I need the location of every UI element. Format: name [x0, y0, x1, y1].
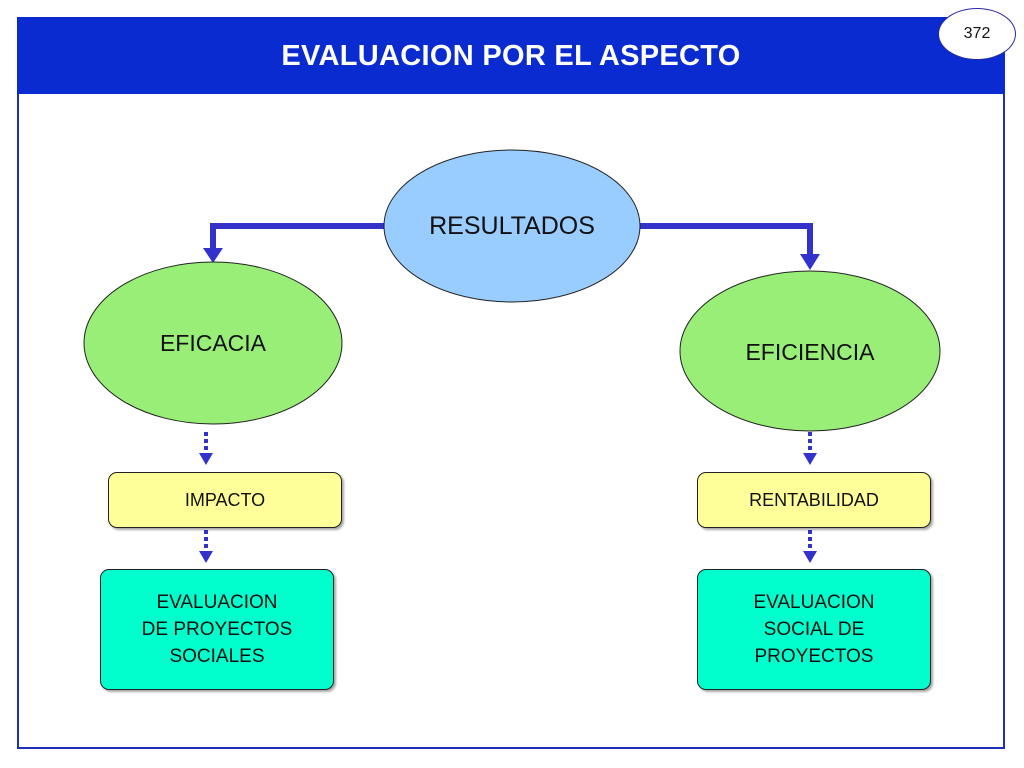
page-title: EVALUACION POR EL ASPECTO: [281, 40, 741, 72]
node-eficiencia: [679, 270, 941, 432]
connector-root-to-eficiencia: [640, 223, 813, 256]
connector-root-to-eficacia: [210, 223, 385, 250]
box-impacto: IMPACTO: [108, 472, 342, 528]
node-eficacia: [83, 261, 343, 425]
arrowhead-impacto: [199, 453, 213, 465]
title-bar: EVALUACION POR EL ASPECTO: [17, 17, 1005, 94]
arrowhead-rentabilidad: [803, 453, 817, 465]
arrowhead-evaluacion-left: [199, 551, 213, 563]
arrowhead-eficacia: [203, 248, 223, 263]
box-evaluacion-social-proyectos: EVALUACION SOCIAL DE PROYECTOS: [697, 569, 931, 690]
arrowhead-evaluacion-right: [803, 551, 817, 563]
box-rentabilidad: RENTABILIDAD: [697, 472, 931, 528]
page-number-badge: 372: [938, 8, 1016, 60]
node-resultados: [383, 149, 641, 303]
arrowhead-eficiencia: [800, 254, 820, 270]
box-evaluacion-proyectos-sociales: EVALUACION DE PROYECTOS SOCIALES: [100, 569, 334, 690]
